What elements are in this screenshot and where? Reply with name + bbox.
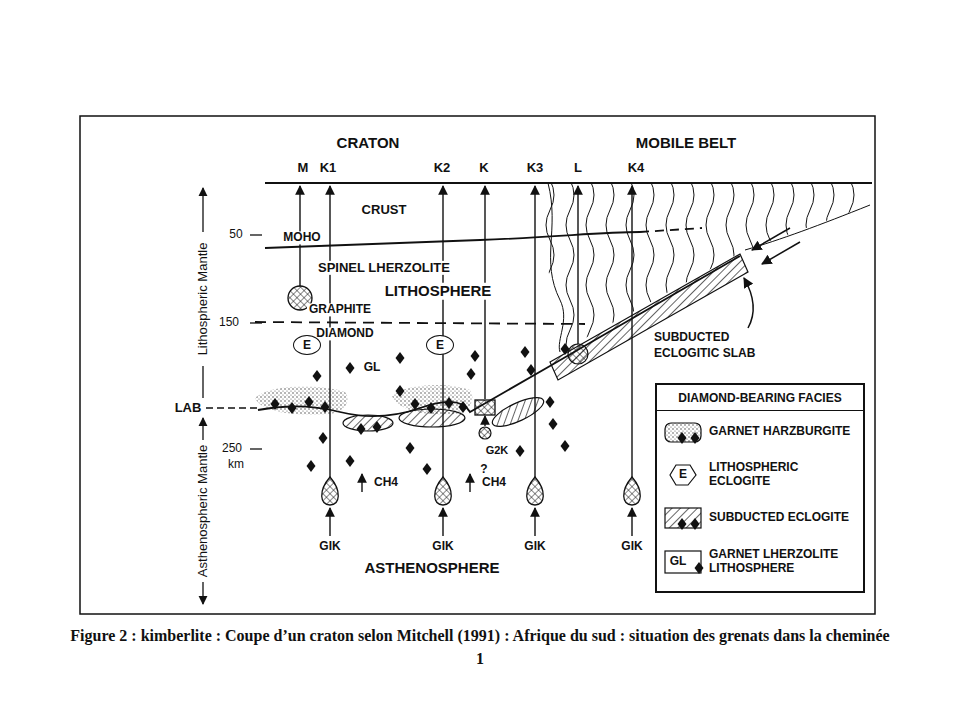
diagram-label: km [226,458,246,471]
diagram-label: 150 [217,316,241,329]
diagram-label: K1 [318,161,339,175]
diagram-label: 250 [220,442,244,455]
diagram-label: LITHOSPHERE [383,283,494,300]
diagram-label: K2 [432,161,453,175]
diagram-label: CRUST [360,203,409,217]
diagram-label: GIK [317,540,342,553]
oval-text: E [436,338,444,352]
diagram-label: K4 [626,161,647,175]
axis-label: Lithospheric Mantle [196,241,210,358]
diagram-label: 50 [227,228,244,241]
diagram-label: GL [362,361,383,374]
diagram-label: K [477,161,490,175]
diagram-label: ? [478,463,489,476]
diagram-label: CH4 [480,476,508,489]
diagram-label: GIK [619,540,644,553]
diagram-label: E [677,468,689,481]
legend-entry: GARNET LHERZOLITE LITHOSPHERE [709,548,859,576]
diagram-label: L [572,161,584,175]
eclogite-oval: E [426,335,454,355]
figure-caption: Figure 2 : kimberlite : Coupe d’un crato… [70,624,890,670]
diagram-label: MOBILE BELT [634,135,739,152]
diagram-label: LAB [173,401,204,415]
legend-box: DIAMOND-BEARING FACIES GARNET HARZBURGITE… [655,383,865,593]
axis-label: Asthenospheric Mantle [196,443,210,579]
diagram-label: DIAMOND [314,327,375,340]
diagram-label: CRATON [335,135,402,152]
diagram-label: GIK [430,540,455,553]
diagram-label: M [296,161,311,175]
legend-entry: LITHOSPHERIC ECLOGITE [709,461,859,489]
diagram-label: MOHO [281,231,322,244]
diagram-label: GL [668,555,689,568]
diagram-label: CH4 [372,476,400,489]
diagram-label: K3 [525,161,546,175]
diagram-label: ASTHENOSPHERE [362,560,501,577]
diagram-label: SPINEL LHERZOLITE [316,261,452,275]
diagram-label: SUBDUCTED ECLOGITIC SLAB [652,330,774,361]
diagram-label: G2K [484,444,511,456]
diagram-label: GRAPHITE [307,303,373,316]
legend-title: DIAMOND-BEARING FACIES [657,385,863,411]
oval-text: E [303,338,311,352]
diagram-label: GIK [522,540,547,553]
eclogite-oval: E [293,335,321,355]
legend-entry: GARNET HARZBURGITE [709,425,859,439]
legend-entry: SUBDUCTED ECLOGITE [709,511,859,525]
